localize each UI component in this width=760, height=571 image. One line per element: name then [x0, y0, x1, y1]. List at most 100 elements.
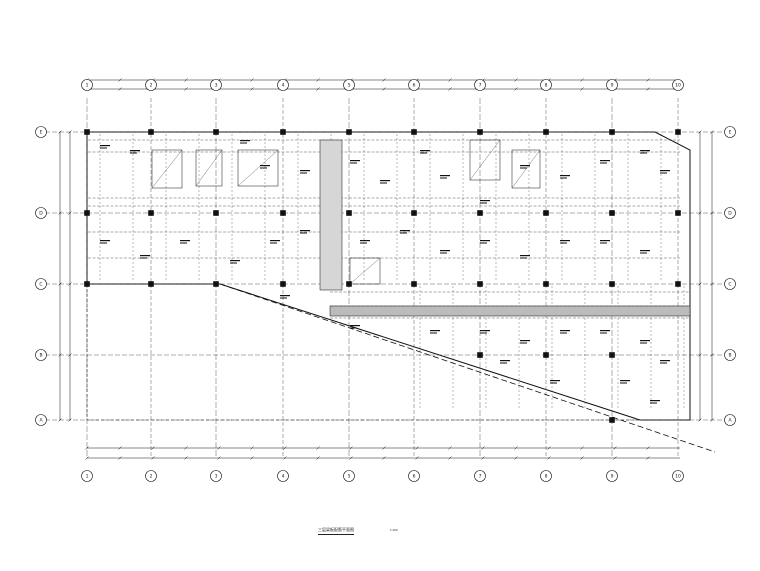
column: [213, 210, 219, 216]
rebar-note: [240, 140, 250, 142]
dimension-tick: [382, 87, 386, 91]
dimension-tick: [283, 456, 287, 460]
rebar-note: [400, 230, 410, 232]
axis-bubble-bottom: 4: [277, 470, 289, 482]
axis-bubble-top: 8: [540, 79, 552, 91]
dimension-tick: [613, 456, 617, 460]
plan-linework: [45, 98, 725, 458]
column: [84, 129, 90, 135]
rebar-note: [600, 242, 607, 244]
rebar-note: [240, 142, 247, 144]
axis-bubble-left: B: [35, 349, 47, 361]
dimension-tick: [514, 446, 518, 450]
rebar-note: [640, 252, 647, 254]
annotation-marks: [100, 140, 670, 404]
dimension-tick: [250, 87, 254, 91]
dimension-tick: [547, 456, 551, 460]
rebar-note: [660, 172, 667, 174]
dimension-tick: [184, 78, 188, 82]
rebar-note: [380, 182, 387, 184]
dimension-tick: [580, 456, 584, 460]
rebar-note: [520, 167, 527, 169]
room-diagonal: [237, 149, 279, 187]
rebar-note: [300, 170, 310, 172]
axis-bubble-right: E: [724, 126, 736, 138]
diagonal-boundary: [219, 283, 716, 453]
dimension-tick: [646, 456, 650, 460]
dimension-tick: [184, 456, 188, 460]
rebar-note: [640, 340, 650, 342]
axis-bubble-circle: [474, 470, 486, 482]
rebar-note: [440, 177, 447, 179]
rebar-note: [550, 380, 560, 382]
rebar-note: [270, 240, 280, 242]
axis-bubble-label: E: [729, 130, 732, 136]
column: [411, 210, 417, 216]
rebar-note: [300, 172, 307, 174]
dimension-tick: [514, 456, 518, 460]
column: [280, 129, 286, 135]
dimension-tick: [118, 446, 122, 450]
axis-bubble-circle: [540, 470, 552, 482]
room-diagonal: [511, 149, 541, 189]
axis-bubble-circle: [606, 79, 618, 91]
dimension-tick: [580, 87, 584, 91]
axis-bubble-bottom: 10: [672, 470, 684, 482]
dimension-tick: [580, 446, 584, 450]
axis-bubble-label: A: [39, 418, 43, 424]
column: [609, 281, 615, 287]
stair-core: [319, 139, 343, 291]
dimension-tick: [710, 353, 714, 357]
axis-bubble-circle: [724, 126, 736, 138]
axis-bubble-circle: [724, 278, 736, 290]
axis-bubble-circle: [81, 470, 93, 482]
rebar-note: [520, 340, 530, 342]
axis-bubble-circle: [343, 79, 355, 91]
dimension-tick: [283, 446, 287, 450]
rebar-note: [560, 240, 570, 242]
column: [280, 281, 286, 287]
dimension-lines: [58, 78, 714, 460]
axis-bubble-top: 2: [145, 79, 157, 91]
dimension-tick: [448, 446, 452, 450]
axis-bubble-label: 2: [150, 474, 153, 480]
dimension-tick: [58, 211, 62, 215]
column: [84, 281, 90, 287]
dimension-tick: [710, 130, 714, 134]
dimension-tick: [316, 446, 320, 450]
axis-bubble-label: 1: [86, 83, 89, 89]
dimension-tick: [250, 456, 254, 460]
dimension-tick: [481, 456, 485, 460]
column: [675, 210, 681, 216]
axis-bubble-label: B: [728, 353, 731, 359]
rebar-note: [180, 242, 187, 244]
axis-bubble-bottom: 9: [606, 470, 618, 482]
rebar-note: [560, 242, 567, 244]
dimension-tick: [646, 78, 650, 82]
dimension-tick: [547, 446, 551, 450]
dimension-tick: [349, 446, 353, 450]
column: [543, 352, 549, 358]
axis-bubble-right: C: [724, 278, 736, 290]
axis-bubble-top: 10: [672, 79, 684, 91]
rebar-note: [300, 230, 310, 232]
rebar-note: [480, 200, 490, 202]
rebar-note: [660, 362, 667, 364]
dimension-tick: [382, 78, 386, 82]
rebar-note: [350, 162, 357, 164]
column: [543, 281, 549, 287]
rebar-note: [560, 175, 570, 177]
axis-bubble-top: 3: [210, 79, 222, 91]
axis-bubble-circle: [145, 79, 157, 91]
axis-bubble-right: A: [724, 414, 736, 426]
rebar-note: [350, 327, 357, 329]
axis-bubble-right: D: [724, 207, 736, 219]
dimension-tick: [184, 446, 188, 450]
dimension-tick: [68, 130, 72, 134]
axis-bubble-circle: [606, 470, 618, 482]
rebar-note: [520, 165, 530, 167]
dimension-tick: [710, 211, 714, 215]
column: [477, 129, 483, 135]
column: [477, 281, 483, 287]
dimension-tick: [448, 78, 452, 82]
